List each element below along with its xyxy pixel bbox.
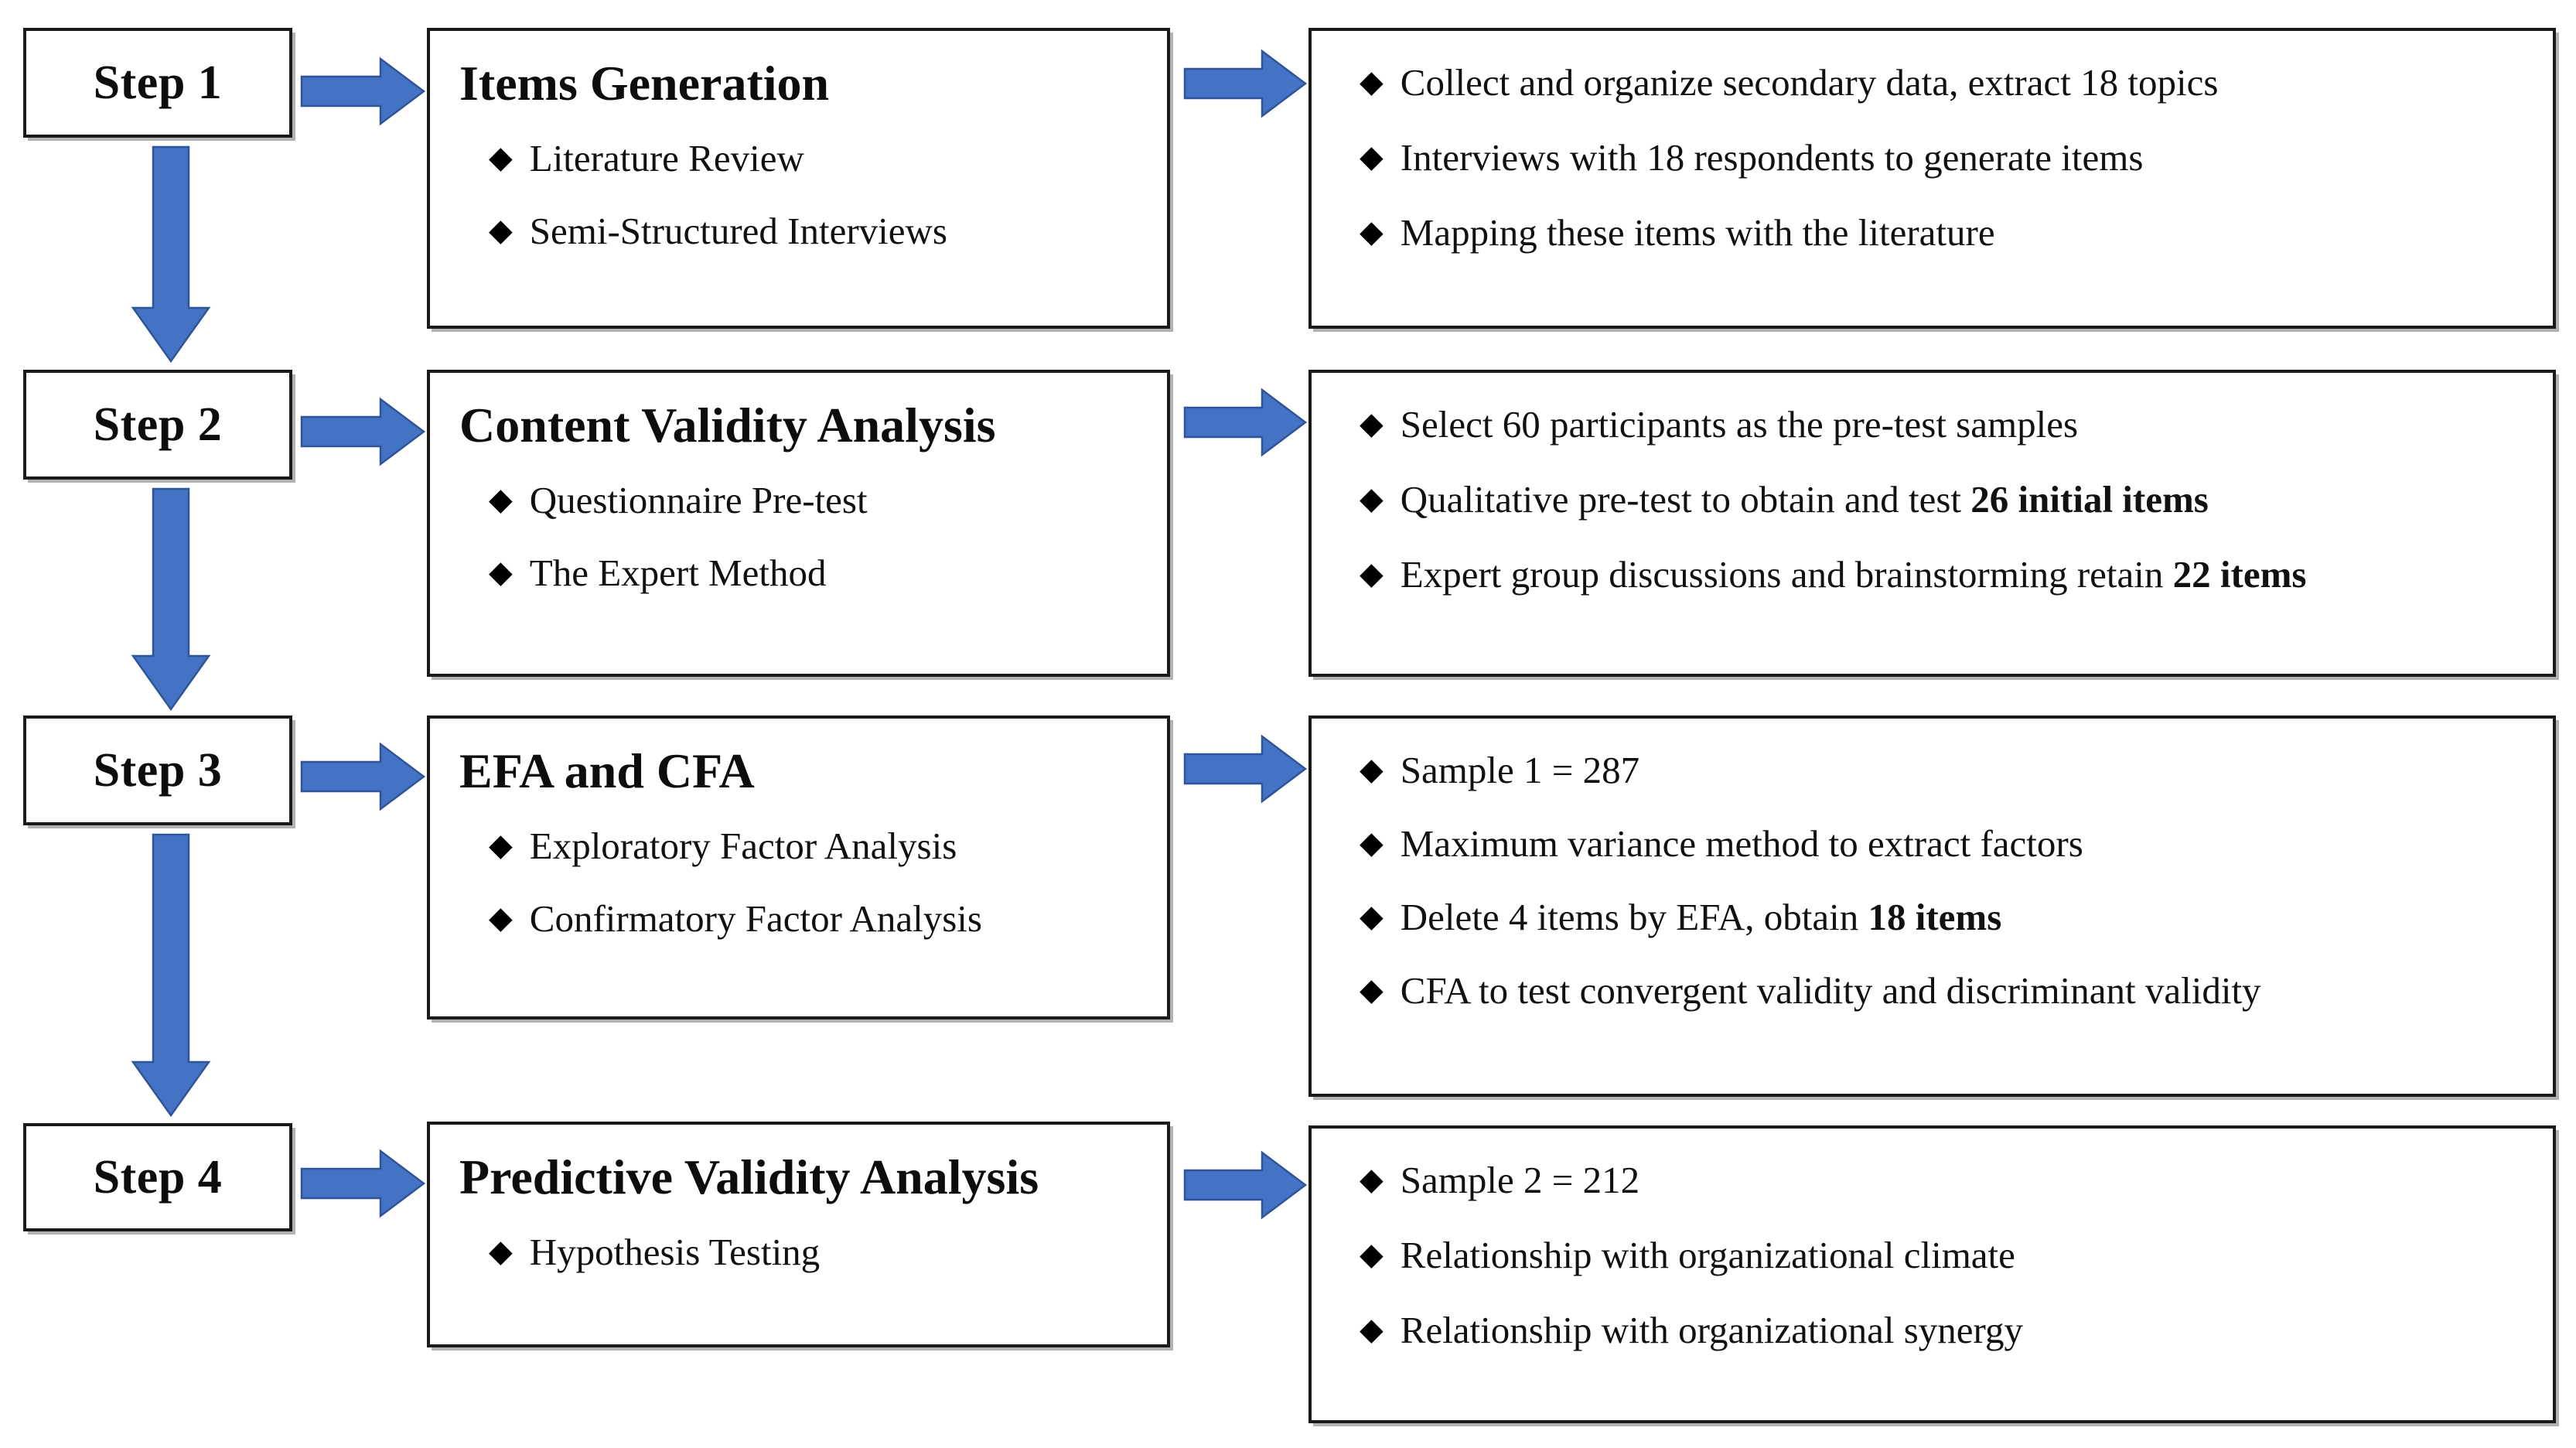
diamond-bullet-icon: ◆ [489, 212, 513, 248]
list-item: ◆ Qualitative pre-test to obtain and tes… [1346, 477, 2519, 521]
diamond-bullet-icon: ◆ [489, 139, 513, 175]
diamond-bullet-icon: ◆ [489, 1233, 513, 1269]
list-item: ◆ Relationship with organizational syner… [1346, 1308, 2519, 1352]
diamond-bullet-icon: ◆ [1360, 825, 1384, 860]
stage-box-2[interactable]: Content Validity Analysis ◆ Questionnair… [427, 370, 1170, 677]
outcome-label: Qualitative pre-test to obtain and test … [1400, 477, 2209, 521]
stage-box-1[interactable]: Items Generation ◆ Literature Review ◆ S… [427, 28, 1170, 329]
outcome-box-2[interactable]: ◆ Select 60 participants as the pre-test… [1308, 370, 2556, 677]
arrow-right-icon-title4-to-outcomes4 [1183, 1149, 1308, 1221]
step-label-4: Step 4 [93, 1150, 223, 1204]
list-item: ◆ Collect and organize secondary data, e… [1346, 61, 2519, 104]
list-item: ◆ Delete 4 items by EFA, obtain 18 items [1346, 896, 2519, 939]
list-item: ◆ Exploratory Factor Analysis [459, 825, 1138, 868]
outcome-list-2: ◆ Select 60 participants as the pre-test… [1346, 403, 2519, 596]
arrow-right-icon-title2-to-outcomes2 [1183, 387, 1308, 458]
list-item: ◆ Confirmatory Factor Analysis [459, 896, 1138, 941]
diamond-bullet-icon: ◆ [1360, 1236, 1384, 1272]
list-item: ◆ Questionnaire Pre-test [459, 478, 1138, 522]
method-label: Confirmatory Factor Analysis [529, 896, 982, 940]
stage-method-list-3: ◆ Exploratory Factor Analysis ◆ Confirma… [459, 825, 1138, 941]
outcome-label: Mapping these items with the literature [1400, 210, 1995, 254]
step-box-2[interactable]: Step 2 [23, 370, 292, 480]
diamond-bullet-icon: ◆ [489, 827, 513, 862]
list-item: ◆ Semi-Structured Interviews [459, 210, 1138, 253]
arrow-right-icon-title3-to-outcomes3 [1183, 733, 1308, 804]
arrow-right-icon-step3-to-title3 [300, 741, 426, 812]
step-box-1[interactable]: Step 1 [23, 28, 292, 138]
stage-title-3: EFA and CFA [459, 743, 755, 798]
outcome-label: Collect and organize secondary data, ext… [1400, 61, 2219, 104]
diamond-bullet-icon: ◆ [1360, 406, 1384, 441]
diamond-bullet-icon: ◆ [1360, 213, 1384, 249]
outcome-list-1: ◆ Collect and organize secondary data, e… [1346, 61, 2519, 254]
diamond-bullet-icon: ◆ [489, 554, 513, 589]
outcome-label: Maximum variance method to extract facto… [1400, 821, 2083, 865]
step-label-1: Step 1 [93, 56, 223, 109]
outcome-list-4: ◆ Sample 2 = 212 ◆ Relationship with org… [1346, 1159, 2519, 1352]
stage-method-list-4: ◆ Hypothesis Testing [459, 1231, 1138, 1274]
list-item: ◆ Mapping these items with the literatur… [1346, 210, 2519, 254]
method-label: Exploratory Factor Analysis [529, 824, 957, 867]
diamond-bullet-icon: ◆ [1360, 898, 1384, 934]
diamond-bullet-icon: ◆ [1360, 1162, 1384, 1197]
list-item: ◆ Sample 2 = 212 [1346, 1159, 2519, 1202]
list-item: ◆ Select 60 participants as the pre-test… [1346, 403, 2519, 446]
diamond-bullet-icon: ◆ [1360, 555, 1384, 591]
list-item: ◆ Maximum variance method to extract fac… [1346, 821, 2519, 866]
list-item: ◆ Relationship with organizational clima… [1346, 1233, 2519, 1277]
diamond-bullet-icon: ◆ [1360, 138, 1384, 174]
outcome-label: Relationship with organizational climate [1400, 1233, 2015, 1276]
stage-method-list-2: ◆ Questionnaire Pre-test ◆ The Expert Me… [459, 478, 1138, 595]
arrow-down-icon-step2-to-step3 [130, 487, 212, 712]
diamond-bullet-icon: ◆ [1360, 1311, 1384, 1347]
method-label: Semi-Structured Interviews [529, 209, 947, 252]
list-item: ◆ Interviews with 18 respondents to gene… [1346, 135, 2519, 179]
arrow-down-icon-step1-to-step2 [130, 145, 212, 364]
arrow-right-icon-title1-to-outcomes1 [1183, 48, 1308, 119]
step-box-4[interactable]: Step 4 [23, 1123, 292, 1231]
method-label: Questionnaire Pre-test [529, 478, 868, 521]
method-label: Literature Review [529, 136, 804, 179]
arrow-down-icon-step3-to-step4 [130, 833, 212, 1118]
diamond-bullet-icon: ◆ [1360, 752, 1384, 787]
list-item: ◆ Sample 1 = 287 [1346, 749, 2519, 792]
outcome-label: CFA to test convergent validity and disc… [1400, 968, 2261, 1012]
arrow-right-icon-step4-to-title4 [300, 1148, 426, 1219]
stage-method-list-1: ◆ Literature Review ◆ Semi-Structured In… [459, 136, 1138, 253]
outcome-box-3[interactable]: ◆ Sample 1 = 287 ◆ Maximum variance meth… [1308, 715, 2556, 1097]
method-label: Hypothesis Testing [529, 1230, 821, 1273]
list-item: ◆ Expert group discussions and brainstor… [1346, 552, 2519, 596]
diamond-bullet-icon: ◆ [489, 900, 513, 935]
outcome-box-4[interactable]: ◆ Sample 2 = 212 ◆ Relationship with org… [1308, 1125, 2556, 1423]
step-label-3: Step 3 [93, 743, 223, 797]
outcome-label: Relationship with organizational synergy [1400, 1308, 2023, 1351]
stage-box-4[interactable]: Predictive Validity Analysis ◆ Hypothesi… [427, 1122, 1170, 1347]
method-label: The Expert Method [529, 551, 827, 594]
outcome-label: Sample 2 = 212 [1400, 1159, 1640, 1201]
diamond-bullet-icon: ◆ [1360, 64, 1384, 99]
outcome-label: Select 60 participants as the pre-test s… [1400, 403, 2079, 446]
outcome-label: Interviews with 18 respondents to genera… [1400, 135, 2144, 179]
list-item: ◆ Literature Review [459, 136, 1138, 180]
diamond-bullet-icon: ◆ [489, 481, 513, 517]
arrow-right-icon-step1-to-title1 [300, 56, 426, 127]
diamond-bullet-icon: ◆ [1360, 972, 1384, 1007]
outcome-label: Sample 1 = 287 [1400, 749, 1640, 791]
stage-box-3[interactable]: EFA and CFA ◆ Exploratory Factor Analysi… [427, 715, 1170, 1019]
outcome-box-1[interactable]: ◆ Collect and organize secondary data, e… [1308, 28, 2556, 329]
outcome-list-3: ◆ Sample 1 = 287 ◆ Maximum variance meth… [1346, 749, 2519, 1013]
stage-title-1: Items Generation [459, 56, 830, 111]
stage-title-2: Content Validity Analysis [459, 398, 996, 452]
list-item: ◆ CFA to test convergent validity and di… [1346, 968, 2519, 1013]
outcome-label: Expert group discussions and brainstormi… [1400, 552, 2307, 596]
arrow-right-icon-step2-to-title2 [300, 396, 426, 467]
step-label-2: Step 2 [93, 398, 223, 451]
list-item: ◆ The Expert Method [459, 552, 1138, 595]
list-item: ◆ Hypothesis Testing [459, 1231, 1138, 1274]
step-box-3[interactable]: Step 3 [23, 715, 292, 825]
stage-title-4: Predictive Validity Analysis [459, 1149, 1039, 1204]
diamond-bullet-icon: ◆ [1360, 480, 1384, 516]
outcome-label: Delete 4 items by EFA, obtain 18 items [1400, 895, 2002, 938]
